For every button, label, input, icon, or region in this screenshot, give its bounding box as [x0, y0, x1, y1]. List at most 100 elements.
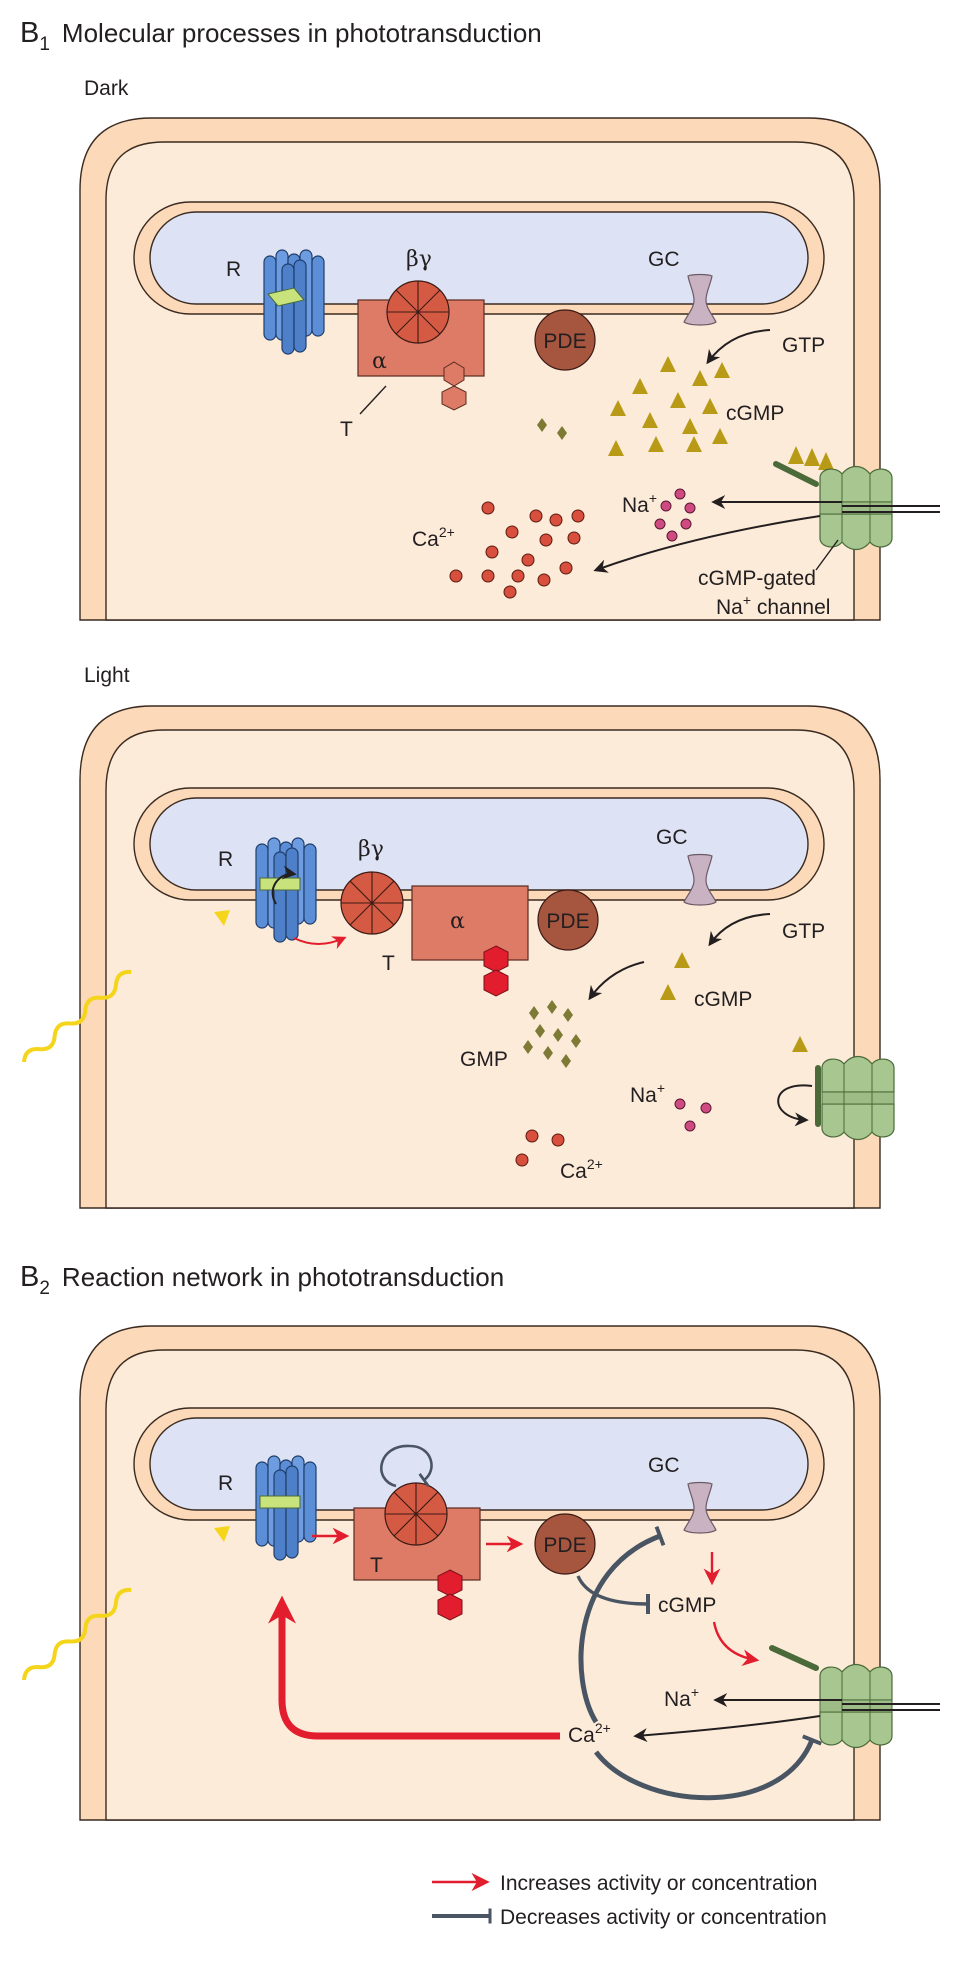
- light-label-t: T: [382, 952, 395, 975]
- light-channel-close-arrow: [777, 1084, 813, 1127]
- b2-channel-binding-site: [769, 1645, 819, 1671]
- b2-heading: B2 Reaction network in phototransduction: [20, 1261, 504, 1299]
- legend: Increases activity or concentration Decr…: [432, 1872, 827, 1929]
- b1-title-sub: 1: [39, 34, 50, 55]
- dark-label-pde: PDE: [543, 330, 586, 353]
- dark-na-ions: [654, 488, 696, 542]
- light-disk: [149, 797, 809, 891]
- b2-label-na: Na+: [664, 1684, 699, 1711]
- light-transducin-bg: [340, 871, 404, 935]
- light-ca-ions: [515, 1129, 565, 1167]
- b2-ca-to-r-arrow: [268, 1595, 560, 1740]
- light-cgmp: [660, 952, 808, 1052]
- dark-label-r: R: [226, 258, 241, 281]
- light-gmp: [523, 1000, 581, 1068]
- light-label-cgmp: cGMP: [694, 988, 752, 1011]
- b1-title-letter: B: [20, 17, 39, 49]
- dark-gmp: [537, 418, 567, 440]
- dark-gdp: [441, 361, 467, 411]
- light-na-ions: [674, 1098, 712, 1132]
- light-label-na: Na+: [630, 1080, 665, 1107]
- b2-title-text: Reaction network in phototransduction: [62, 1262, 504, 1292]
- light-channel: [821, 1055, 895, 1141]
- light-pde: [537, 889, 599, 951]
- b2-photon-head: [214, 1526, 230, 1542]
- b2-retinal: [259, 1495, 301, 1509]
- dark-ca-arrow: [593, 515, 821, 573]
- dark-channel-label-1: cGMP-gated: [698, 567, 816, 590]
- dark-t-leader: [359, 385, 387, 415]
- b2-panel: R T PDE GC cGMP Na+ Ca2+: [22, 1325, 940, 1821]
- dark-retinal: [267, 287, 305, 307]
- b2-title-letter: B: [20, 1261, 39, 1293]
- dark-label-cgmp: cGMP: [726, 402, 784, 425]
- b2-photon: [22, 1587, 132, 1681]
- dark-label-na: Na+: [622, 490, 657, 517]
- light-label-gc: GC: [656, 826, 688, 849]
- b1-title-text: Molecular processes in phototransduction: [62, 18, 542, 48]
- light-transducin-alpha: [411, 885, 529, 961]
- b2-ca-inhibits-gc: [578, 1525, 666, 1724]
- light-rhodopsin: [255, 837, 317, 943]
- dark-transducin-bg: [386, 280, 450, 344]
- dark-channel-label-2: Na+ channel: [716, 592, 830, 619]
- b2-transducin-alpha: [353, 1507, 481, 1581]
- b2-title-sub: 2: [39, 1278, 50, 1299]
- light-label-r: R: [218, 848, 233, 871]
- b2-label-gc: GC: [648, 1454, 680, 1477]
- light-isomerization-arrow: [271, 865, 297, 905]
- light-label-alpha: α: [450, 909, 465, 934]
- light-label-gmp: GMP: [460, 1048, 508, 1071]
- b2-pde-inhibits-cgmp: [576, 1575, 651, 1615]
- light-panel: R βγ T α PDE GC GTP cGMP: [22, 705, 895, 1209]
- dark-cgmp-on-channel: [773, 446, 834, 487]
- b2-label-r: R: [218, 1472, 233, 1495]
- b1-heading: B1 Molecular processes in phototransducti…: [20, 17, 542, 55]
- legend-decrease-label: Decreases activity or concentration: [500, 1906, 827, 1929]
- b2-gtp-bound: [437, 1569, 463, 1621]
- light-photon: [22, 969, 132, 1063]
- dark-disk: [149, 211, 809, 305]
- light-photon-head: [214, 910, 230, 926]
- dark-label-gtp: GTP: [782, 334, 825, 357]
- light-label-ca: Ca2+: [560, 1156, 603, 1183]
- b2-ca-inhibits-channel: [594, 1734, 823, 1801]
- dark-pde: [534, 309, 596, 371]
- b2-label-pde: PDE: [543, 1534, 586, 1557]
- light-gtp-bound: [483, 945, 509, 997]
- dark-gtp-arrow: [706, 329, 771, 365]
- dark-cgmp-pool: [608, 356, 730, 456]
- light-retinal: [259, 877, 301, 891]
- dark-label: Dark: [84, 77, 129, 100]
- dark-ca-ions: [449, 501, 585, 599]
- light-label-gtp: GTP: [782, 920, 825, 943]
- dark-channel-leader: [815, 539, 839, 571]
- dark-panel: R α βγ T PDE GC GTP cGMP: [79, 117, 940, 621]
- dark-channel: [819, 465, 893, 551]
- dark-label-gc: GC: [648, 248, 680, 271]
- dark-label-t: T: [340, 418, 353, 441]
- b2-rhodopsin: [255, 1455, 317, 1561]
- light-label-pde: PDE: [546, 910, 589, 933]
- dark-label-ca: Ca2+: [412, 524, 455, 551]
- b2-label-ca: Ca2+: [568, 1720, 611, 1747]
- b2-transducin-bg: [384, 1482, 448, 1546]
- legend-increase-label: Increases activity or concentration: [500, 1872, 817, 1895]
- light-hydrolysis-arrow: [588, 961, 645, 1001]
- light-gtp-arrow: [708, 913, 771, 947]
- b2-label-t: T: [370, 1554, 383, 1577]
- light-activation-arrow: [293, 936, 347, 950]
- b2-ca-influx-arrow: [633, 1715, 821, 1743]
- b2-label-cgmp: cGMP: [658, 1594, 716, 1617]
- b2-pde: [534, 1513, 596, 1575]
- b2-disk: [149, 1417, 809, 1511]
- b2-channel: [819, 1663, 893, 1749]
- light-label: Light: [84, 664, 130, 687]
- dark-label-alpha: α: [372, 349, 387, 374]
- b2-cgmp-to-channel-arrow: [712, 1621, 760, 1667]
- light-label-bg: βγ: [358, 837, 384, 862]
- dark-rhodopsin: [263, 249, 325, 355]
